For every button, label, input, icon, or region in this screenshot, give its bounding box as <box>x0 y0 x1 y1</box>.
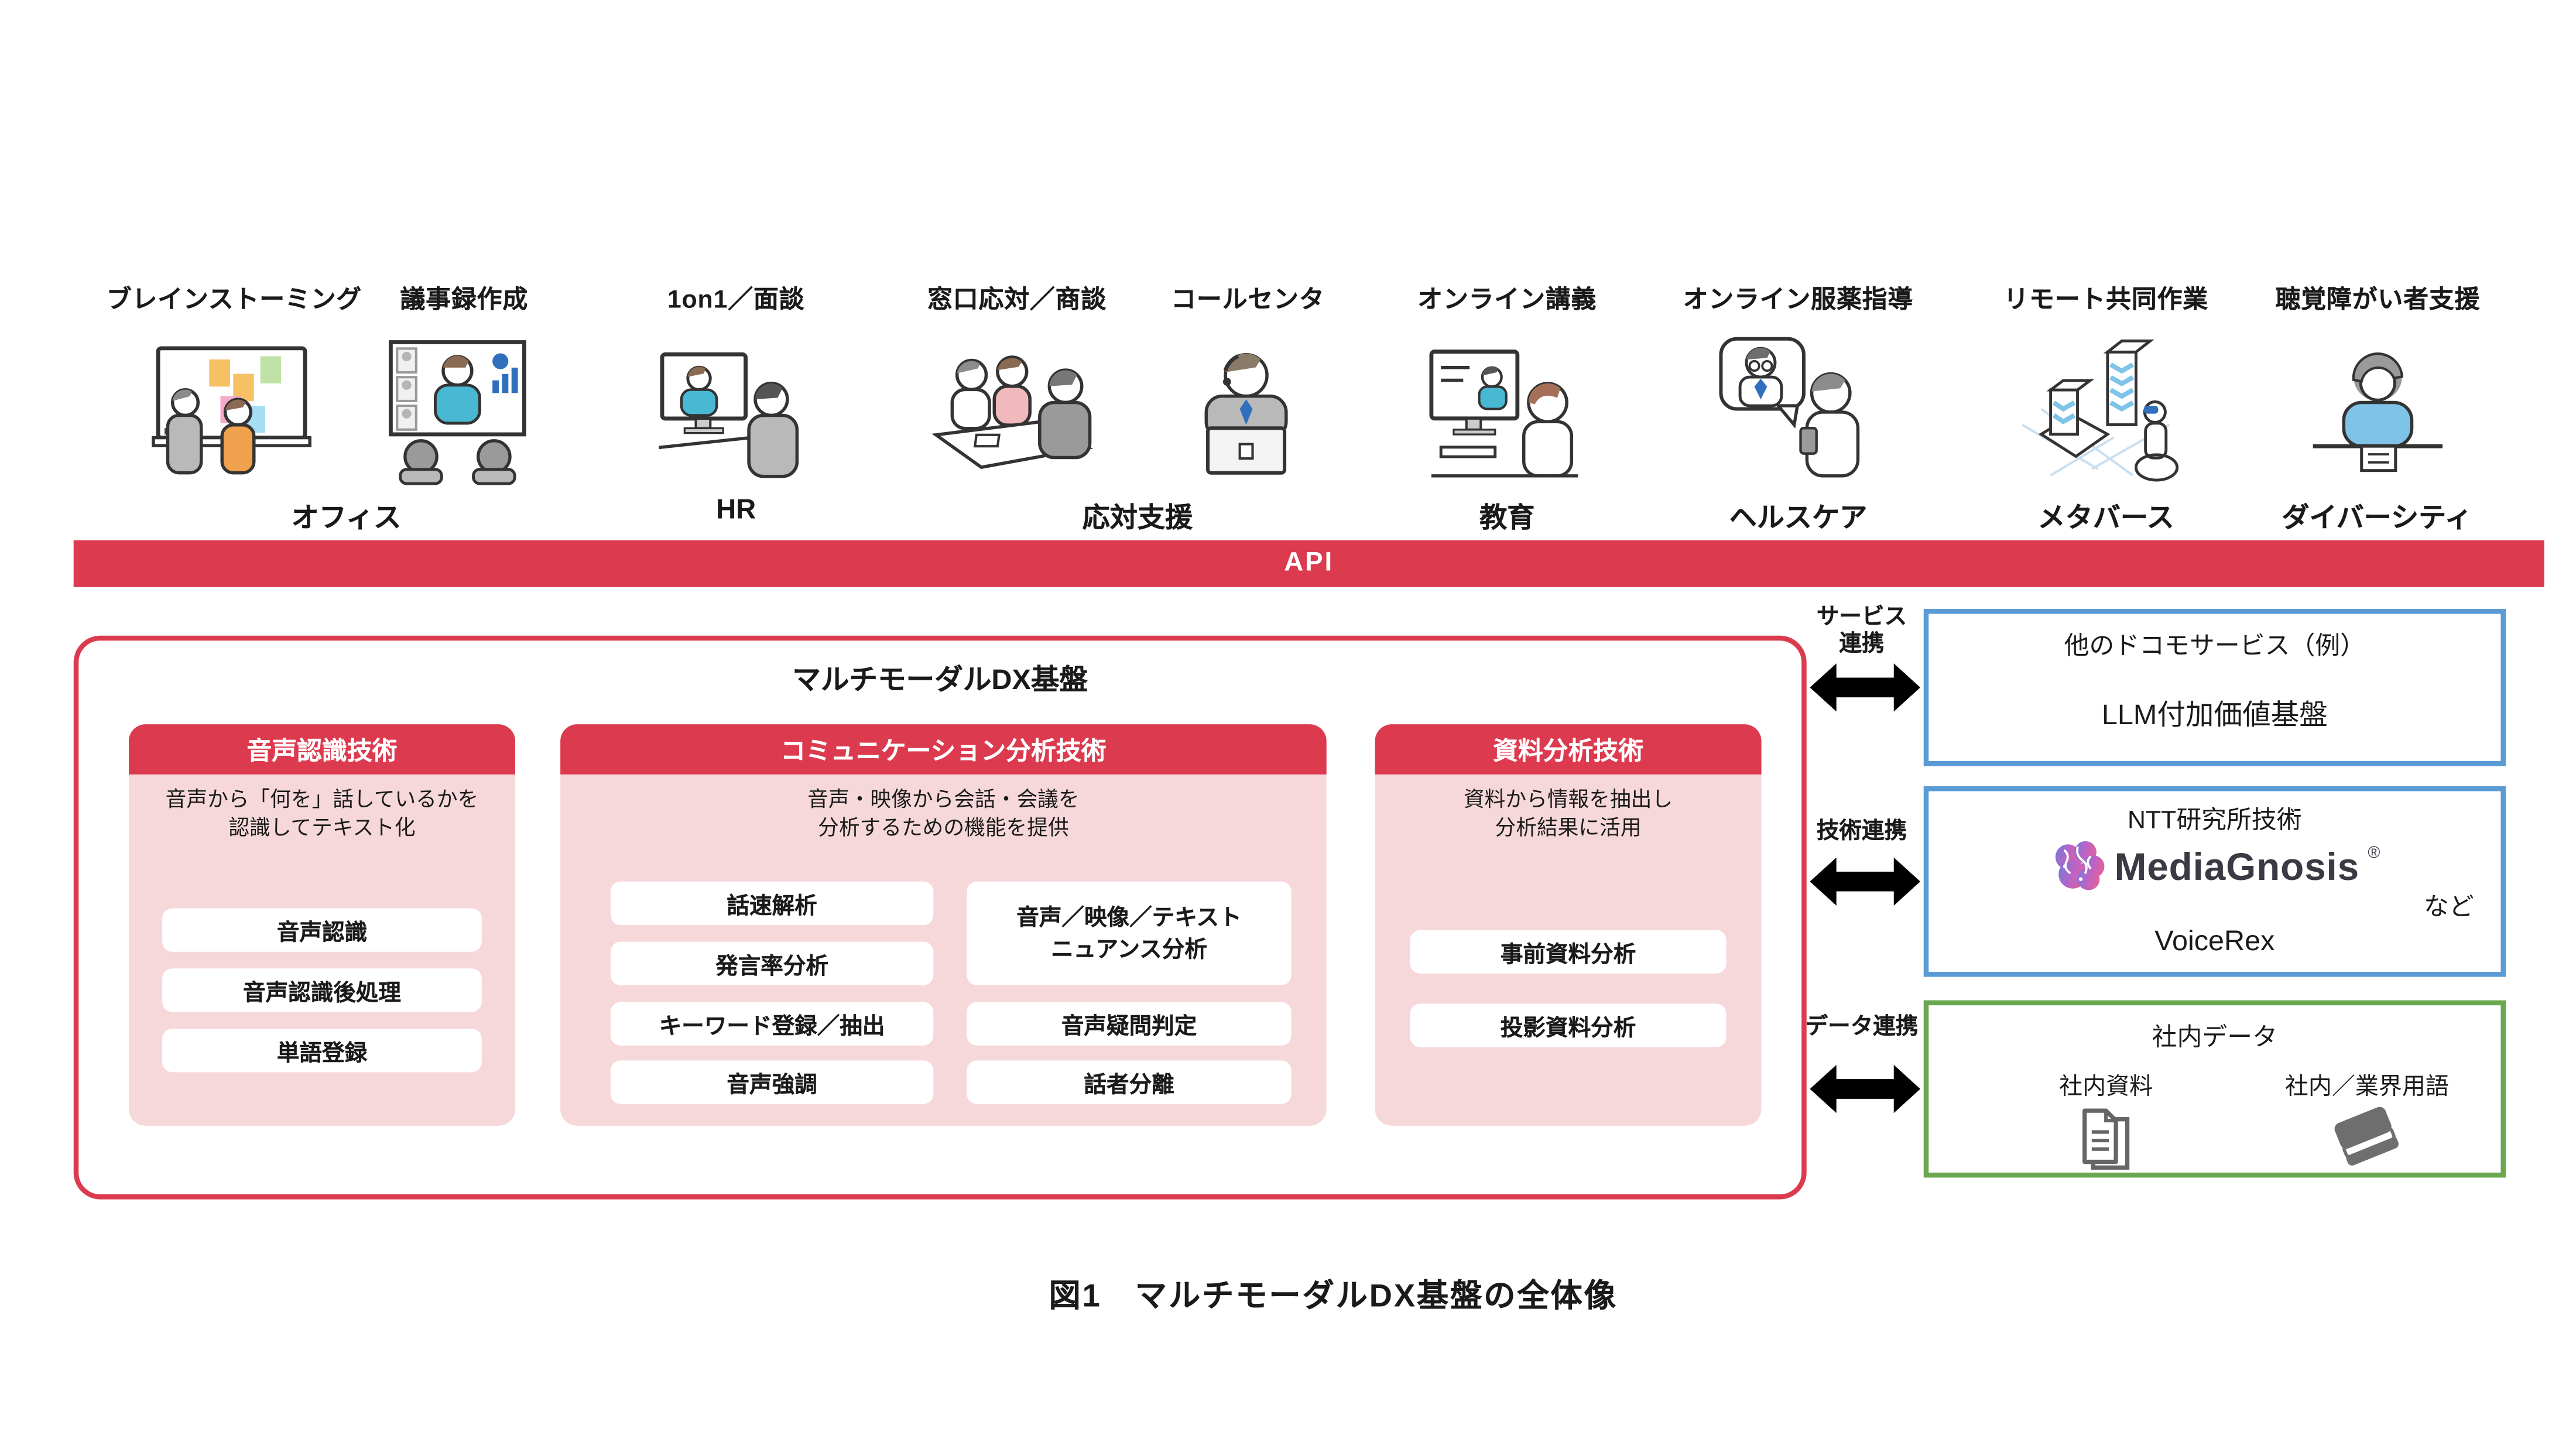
feature-projected-document-analysis: 投影資料分析 <box>1410 1003 1727 1047</box>
medication-guidance-icon <box>1715 331 1882 485</box>
one-on-one-icon <box>656 331 816 485</box>
feature-speaking-rate: 発言率分析 <box>610 941 934 985</box>
document-icon <box>2078 1106 2135 1173</box>
module-speech-description: 音声から「何を」話しているかを 認識してテキスト化 <box>165 787 479 840</box>
hearing-support-icon <box>2300 331 2454 485</box>
technology-double-arrow-icon <box>1810 853 1920 910</box>
llm-platform-label: LLM付加価値基盤 <box>2101 699 2328 731</box>
counter-service-icon <box>923 331 1107 485</box>
module-communication-title: コミュニケーション分析技術 <box>560 724 1327 775</box>
minutes-icon <box>378 331 537 485</box>
brainstorming-icon <box>142 331 318 485</box>
feature-post-processing: 音声認識後処理 <box>162 968 482 1012</box>
feature-pre-document-analysis: 事前資料分析 <box>1410 930 1727 974</box>
figure-caption: 図1 マルチモーダルDX基盤の全体像 <box>1049 1279 1618 1315</box>
category-diversity: ダイバーシティ <box>2282 503 2472 534</box>
category-hr: HR <box>716 495 756 526</box>
ntt-labs-box: NTT研究所技術 <box>1923 786 2506 977</box>
book-icon <box>2328 1102 2405 1173</box>
data-link-label: データ連携 <box>1805 1013 1919 1039</box>
module-communication-description: 音声・映像から会話・会議を 分析するための機能を提供 <box>807 787 1080 840</box>
use-case-label-lecture: オンライン講義 <box>1417 286 1597 315</box>
feature-speech-enhancement: 音声強調 <box>610 1060 934 1104</box>
mediagnosis-logo: MediaGnosis ® <box>1928 838 2500 895</box>
feature-speaker-separation: 話者分離 <box>967 1060 1292 1104</box>
data-double-arrow-icon <box>1810 1060 1920 1117</box>
service-link-label: サービス 連携 <box>1816 604 1907 656</box>
ntt-labs-title: NTT研究所技術 <box>2128 806 2302 835</box>
use-case-label-remote-work: リモート共同作業 <box>2003 286 2209 315</box>
module-speech-recognition: 音声認識技術 音声から「何を」話しているかを 認識してテキスト化 音声認識 音声… <box>129 724 515 1126</box>
api-label: API <box>1284 549 1334 577</box>
technology-link-label: 技術連携 <box>1816 818 1907 843</box>
internal-docs-label: 社内資料 <box>2059 1072 2153 1099</box>
internal-data-box: 社内データ 社内資料 社内／業界用語 <box>1923 1000 2506 1178</box>
registered-mark: ® <box>2368 844 2380 864</box>
docomo-services-box: 他のドコモサービス（例） LLM付加価値基盤 <box>1923 609 2506 766</box>
category-office: オフィス <box>291 503 402 534</box>
category-education: 教育 <box>1479 503 1535 534</box>
docomo-services-title: 他のドコモサービス（例） <box>2064 632 2365 661</box>
use-case-label-call-center: コールセンタ <box>1171 286 1325 315</box>
use-case-label-hearing-support: 聴覚障がい者支援 <box>2275 286 2481 315</box>
use-case-label-pharmacy: オンライン服薬指導 <box>1683 286 1914 315</box>
category-metaverse: メタバース <box>2037 503 2174 534</box>
etc-label: など <box>2423 893 2474 922</box>
internal-data-title: 社内データ <box>2152 1023 2277 1053</box>
module-communication-analysis: コミュニケーション分析技術 音声・映像から会話・会議を 分析するための機能を提供… <box>560 724 1327 1126</box>
module-document-title: 資料分析技術 <box>1375 724 1762 775</box>
feature-keyword-extraction: キーワード登録／抽出 <box>610 1002 934 1046</box>
brain-logo-icon <box>2049 838 2106 895</box>
feature-speech-recognition: 音声認識 <box>162 908 482 952</box>
category-healthcare: ヘルスケア <box>1729 503 1868 534</box>
module-document-analysis: 資料分析技術 資料から情報を抽出し 分析結果に活用 事前資料分析 投影資料分析 <box>1375 724 1762 1126</box>
metaverse-icon <box>2019 331 2193 485</box>
call-center-icon <box>1174 331 1318 485</box>
api-bar: API <box>73 540 2544 587</box>
use-case-label-minutes: 議事録作成 <box>400 286 529 315</box>
online-lecture-icon <box>1422 331 1590 485</box>
use-case-label-counter: 窓口応対／商談 <box>927 286 1107 315</box>
mediagnosis-wordmark: MediaGnosis <box>2114 844 2360 888</box>
service-double-arrow-icon <box>1810 659 1920 716</box>
module-speech-title: 音声認識技術 <box>129 724 515 775</box>
terminology-label: 社内／業界用語 <box>2284 1072 2449 1099</box>
feature-nuance-analysis: 音声／映像／テキスト ニュアンス分析 <box>967 881 1292 985</box>
use-case-label-one-on-one: 1on1／面談 <box>667 286 805 315</box>
feature-question-detection: 音声疑問判定 <box>967 1002 1292 1046</box>
feature-speech-speed: 話速解析 <box>610 881 934 925</box>
feature-word-registration: 単語登録 <box>162 1029 482 1073</box>
category-support: 応対支援 <box>1082 503 1193 534</box>
module-document-description: 資料から情報を抽出し 分析結果に活用 <box>1463 787 1673 840</box>
voicerex-label: VoiceRex <box>2154 925 2275 957</box>
use-case-label-brainstorming: ブレインストーミング <box>106 286 362 315</box>
platform-title: マルチモーダルDX基盤 <box>792 664 1088 696</box>
